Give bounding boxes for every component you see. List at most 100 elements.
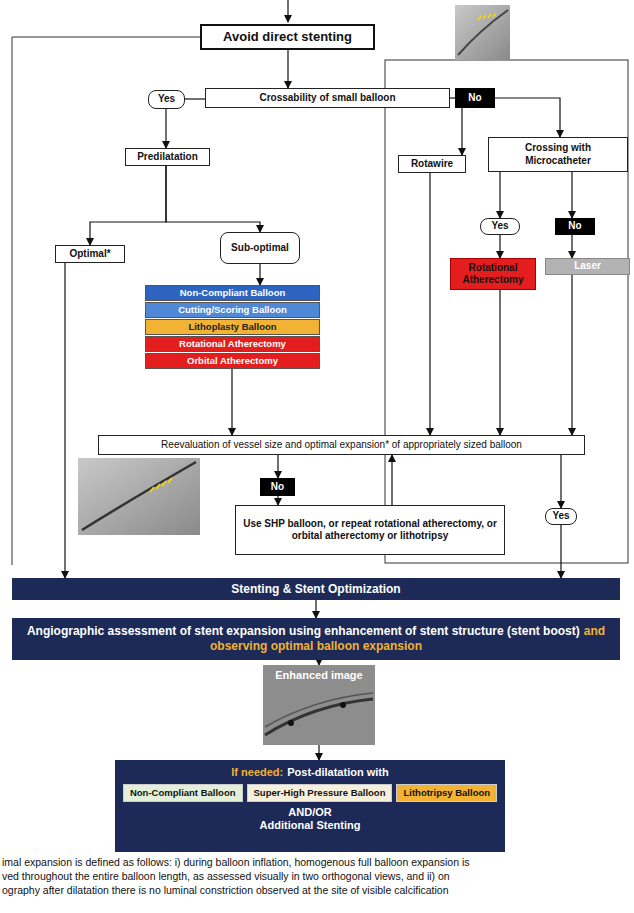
footnote-text: ved throughout the entire balloon length… <box>2 870 450 882</box>
flow-connector <box>391 455 392 505</box>
text-line: Yes <box>491 220 508 233</box>
node-text: Lithoplasty Balloon <box>188 321 276 332</box>
text-line: Rotawire <box>411 158 453 171</box>
device-bar: Cutting/Scoring Balloon <box>145 302 320 318</box>
text-line: Enhanced image <box>275 669 362 683</box>
flow-connector <box>259 264 260 285</box>
text-line: Sub-optimal <box>231 242 289 255</box>
device-chip: Lithotripsy Balloon <box>396 784 497 802</box>
answer-box: Yes <box>545 508 577 525</box>
angiogram-image <box>78 458 200 535</box>
device-box: Rotational Atherectomy <box>450 258 536 290</box>
flow-connector <box>277 496 278 505</box>
text-line: Rotational Atherectomy <box>455 262 531 287</box>
device-bar: Lithoplasty Balloon <box>145 319 320 335</box>
flow-connector <box>499 172 500 218</box>
node-text: Stenting & Stent Optimization <box>231 582 400 596</box>
node-text: Additional Stenting <box>260 819 361 831</box>
text-line: Lithoplasty Balloon <box>188 321 276 333</box>
text-line: Stenting & Stent Optimization <box>231 582 400 597</box>
node-text: Yes <box>491 220 508 231</box>
process-box: Use SHP balloon, or repeat rotational at… <box>235 505 505 555</box>
node-text: Non-Compliant Balloon <box>180 287 286 298</box>
step-band: Stenting & Stent Optimization <box>12 578 620 600</box>
flow-connector <box>315 600 316 618</box>
flow-connector <box>429 173 430 435</box>
footnote-text: imal expansion is defined as follows: i)… <box>2 856 470 868</box>
text-line: Non-Compliant Balloon <box>130 787 236 799</box>
text-line: Yes <box>158 93 175 106</box>
node-text: Crossability of small balloon <box>259 92 395 103</box>
text-line: Rotational Atherectomy <box>179 338 286 350</box>
text-line: Super-High Pressure Balloon <box>254 787 386 799</box>
node-text: Orbital Atherectomy <box>187 355 278 366</box>
flow-connector <box>165 109 166 148</box>
node-text: Non-Compliant Balloon <box>130 787 236 798</box>
node-text: Yes <box>158 93 175 104</box>
answer-box: Yes <box>148 90 185 109</box>
answer-box: No <box>555 218 595 235</box>
process-box: Crossability of small balloon <box>205 88 450 108</box>
text-line: Predilatation <box>137 151 198 164</box>
node-text: Crossing with Microcatheter <box>525 142 591 166</box>
flow-connector <box>571 275 572 435</box>
node-text: No <box>468 92 481 103</box>
node-text: Enhanced image <box>275 669 362 681</box>
text-line: Use SHP balloon, or repeat rotational at… <box>240 518 500 543</box>
process-box: Crossing with Microcatheter <box>488 137 628 172</box>
flow-connector <box>461 108 462 155</box>
chip-row: Non-Compliant Balloon Super-High Pressure… <box>123 784 497 802</box>
node-text: Rotawire <box>411 158 453 169</box>
answer-box: No <box>455 88 495 108</box>
text-line: Yes <box>552 510 569 523</box>
flow-connector <box>277 455 278 478</box>
node-text: No <box>568 220 581 231</box>
device-bar: Rotational Atherectomy <box>145 336 320 352</box>
device-box: Laser <box>545 258 630 275</box>
device-chip: Non-Compliant Balloon <box>123 784 243 802</box>
process-box: Reevaluation of vessel size and optimal … <box>98 435 585 455</box>
answer-box: No <box>260 478 295 496</box>
flow-connector <box>318 745 319 760</box>
answer-box: Yes <box>480 218 520 235</box>
text-line: No <box>468 92 481 105</box>
angiogram-thumbnail <box>455 5 510 60</box>
node-text: Super-High Pressure Balloon <box>254 787 386 798</box>
text-line: Optimal* <box>69 248 110 261</box>
device-chip: Super-High Pressure Balloon <box>247 784 393 802</box>
node-text: Laser <box>574 260 601 271</box>
flow-connector <box>495 98 560 137</box>
node-text: Predilatation <box>137 151 198 162</box>
result-box: Optimal* <box>55 245 125 263</box>
node-text: AND/OR <box>288 806 331 818</box>
device-bar: Non-Compliant Balloon <box>145 285 320 301</box>
node-text: Rotational Atherectomy <box>179 338 286 349</box>
text-line: Non-Compliant Balloon <box>180 287 286 299</box>
flow-connector <box>90 166 166 245</box>
text-line: Avoid direct stenting <box>223 29 352 45</box>
post-dilatation-panel: If needed:Post-dilatation withNon-Compli… <box>115 760 505 852</box>
text-line: Laser <box>574 260 601 273</box>
text-line: Orbital Atherectomy <box>187 355 278 367</box>
flow-connector <box>571 172 572 218</box>
enhanced-image: Enhanced image <box>263 665 375 745</box>
flow-connector <box>560 525 561 578</box>
text-line: Crossability of small balloon <box>259 92 395 105</box>
node-text: No <box>271 481 284 492</box>
flow-connector <box>571 235 572 258</box>
result-box: Sub-optimal <box>220 232 300 264</box>
text-line: If needed:Post-dilatation with <box>231 766 388 780</box>
node-text: Angiographic assessment of stent expansi… <box>27 624 580 638</box>
process-box: Rotawire <box>398 155 466 173</box>
node-text: Reevaluation of vessel size and optimal … <box>161 439 522 450</box>
node-text: Optimal* <box>69 248 110 259</box>
node-text: Cutting/Scoring Balloon <box>178 304 287 315</box>
node-text: Use SHP balloon, or repeat rotational at… <box>243 518 497 542</box>
node-text: Avoid direct stenting <box>223 29 352 44</box>
text-line: AND/OR <box>288 806 331 820</box>
flow-connector <box>560 455 561 508</box>
text-line: Reevaluation of vessel size and optimal … <box>161 439 522 452</box>
process-box: Predilatation <box>125 148 210 166</box>
node-text: Post-dilatation with <box>287 766 388 778</box>
flow-connector <box>64 263 65 578</box>
